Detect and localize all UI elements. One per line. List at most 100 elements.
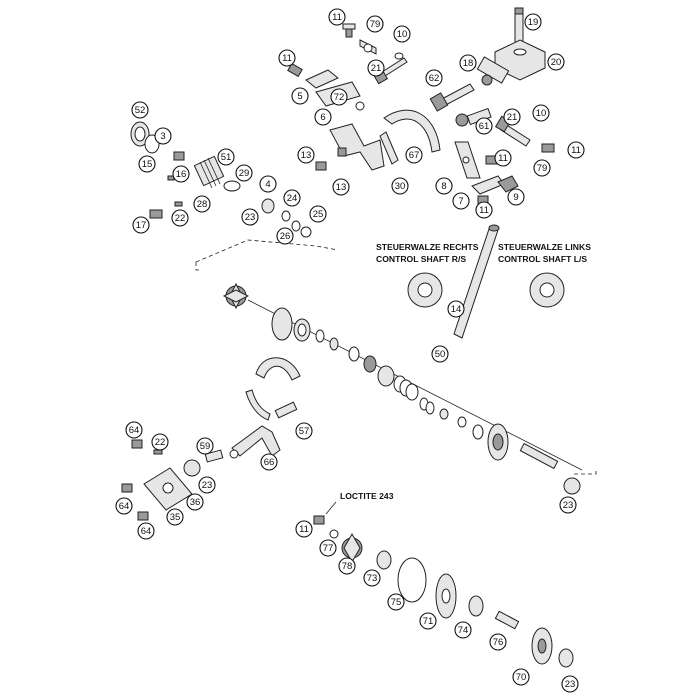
callout-number: 15 — [142, 159, 153, 170]
left-lower-assembly — [121, 357, 301, 521]
screw-part — [313, 515, 325, 525]
callout-circle — [241, 208, 259, 226]
ring-part — [130, 121, 150, 147]
callout-circle — [217, 148, 235, 166]
callout-circle — [524, 13, 542, 31]
callout-c4: 4 — [259, 175, 277, 193]
control-shaft-left-label-de: STEUERWALZE LINKS — [498, 242, 591, 252]
callout-c73: 73 — [363, 569, 381, 587]
bottom-assembly — [313, 515, 574, 668]
callout-c16: 16 — [172, 165, 190, 183]
callout-circle — [115, 497, 133, 515]
shaft-part — [429, 83, 475, 112]
callout-number: 11 — [299, 524, 309, 535]
callout-c77: 77 — [319, 539, 337, 557]
bearing-part — [363, 355, 377, 373]
callout-c17: 17 — [132, 216, 150, 234]
callout-c28: 28 — [193, 195, 211, 213]
callout-c20: 20 — [547, 53, 565, 71]
callout-c8: 8 — [435, 177, 453, 195]
impeller-part — [341, 532, 363, 564]
callout-c22b: 22 — [151, 433, 169, 451]
callout-circle — [172, 165, 190, 183]
control-shaft-right-gear — [407, 272, 443, 308]
bracket-part — [454, 141, 481, 179]
callout-circle — [363, 569, 381, 587]
callout-c10b: 10 — [532, 104, 550, 122]
screw-part — [173, 151, 185, 161]
callout-circle — [431, 345, 449, 363]
callout-c15: 15 — [138, 155, 156, 173]
callout-circle — [193, 195, 211, 213]
callout-c11f: 11 — [295, 520, 313, 538]
lever-part — [229, 425, 281, 459]
pin-part — [274, 401, 298, 419]
callout-c23b: 23 — [198, 476, 216, 494]
callout-c35: 35 — [166, 508, 184, 526]
callout-circle — [405, 146, 423, 164]
callout-circle — [547, 53, 565, 71]
callout-number: 64 — [119, 501, 130, 512]
callout-number: 66 — [264, 457, 275, 468]
callout-c64a: 64 — [125, 421, 143, 439]
callout-number: 52 — [135, 105, 146, 116]
flange-part — [271, 307, 293, 341]
callout-circle — [425, 69, 443, 87]
callout-number: 23 — [563, 500, 574, 511]
screw-part — [342, 23, 356, 38]
screw-part — [149, 209, 163, 219]
callout-number: 11 — [571, 145, 581, 156]
callout-number: 28 — [197, 199, 208, 210]
callout-c24: 24 — [283, 189, 301, 207]
washer-part — [291, 220, 301, 232]
washer-part — [457, 416, 467, 428]
callout-c10a: 10 — [393, 25, 411, 43]
callout-circle — [366, 15, 384, 33]
callout-number: 50 — [435, 349, 446, 360]
callout-number: 18 — [463, 58, 474, 69]
callout-number: 59 — [200, 441, 211, 452]
spring-part — [393, 375, 419, 401]
control-shaft-left-gear — [529, 272, 565, 308]
washer-part — [329, 337, 339, 351]
callout-circle — [475, 117, 493, 135]
callout-circle — [532, 104, 550, 122]
callout-c26: 26 — [276, 227, 294, 245]
callout-circle — [338, 557, 356, 575]
cylinder-part — [476, 56, 510, 86]
pin-part — [514, 7, 524, 43]
o-ring-part — [223, 180, 241, 192]
callout-circle — [435, 177, 453, 195]
callout-number: 13 — [336, 182, 347, 193]
callout-c23d: 23 — [561, 675, 579, 693]
callout-circle — [138, 155, 156, 173]
callout-c52: 52 — [131, 101, 149, 119]
callout-number: 64 — [141, 526, 152, 537]
callout-circle — [452, 192, 470, 210]
callout-number: 35 — [170, 512, 181, 523]
callout-c19: 19 — [524, 13, 542, 31]
washer-part — [300, 226, 312, 238]
callout-c11c: 11 — [567, 141, 585, 159]
callout-circle — [295, 422, 313, 440]
callout-number: 20 — [551, 57, 562, 68]
callout-number: 73 — [367, 573, 378, 584]
callout-c30: 30 — [391, 177, 409, 195]
rod-part — [453, 224, 500, 339]
bearing-part — [558, 648, 574, 668]
callout-number: 6 — [320, 112, 325, 123]
callout-number: 26 — [280, 231, 291, 242]
callout-c76: 76 — [489, 633, 507, 651]
lever-part — [329, 123, 385, 171]
callout-circle — [567, 141, 585, 159]
loctite-label: LOCTITE 243 — [340, 491, 394, 501]
callout-c13a: 13 — [297, 146, 315, 164]
flange-part — [435, 573, 457, 619]
impeller-part — [222, 282, 250, 310]
callout-number: 78 — [342, 561, 353, 572]
ring-part — [355, 101, 365, 111]
callout-c29: 29 — [235, 164, 253, 182]
pin-part — [174, 201, 183, 207]
callout-number: 17 — [136, 220, 147, 231]
callout-number: 11 — [479, 205, 489, 216]
